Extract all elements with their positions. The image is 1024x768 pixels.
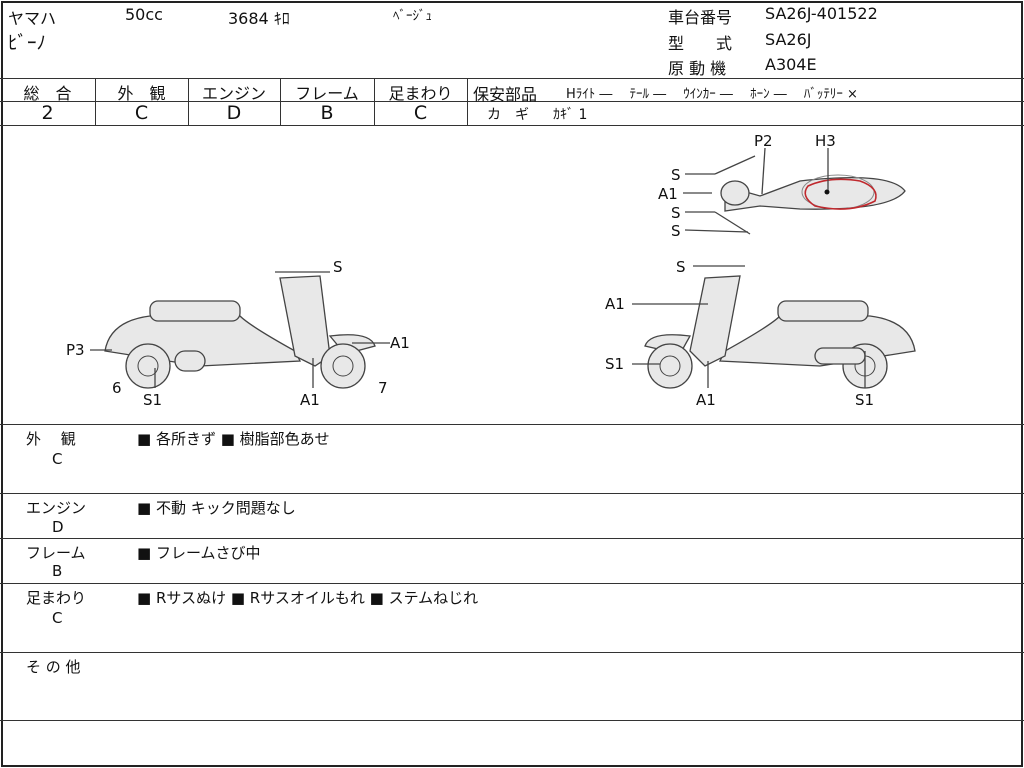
label-p2: P2: [754, 132, 773, 150]
comment-suspension-label: 足まわり: [26, 589, 87, 607]
comment-exterior-grade: C: [52, 450, 63, 468]
damage-mark: [804, 178, 877, 210]
label-h3: H3: [815, 132, 836, 150]
grade-suspension: C: [413, 102, 428, 124]
label-s1: S1: [855, 391, 874, 409]
grade-engine-label: エンジン: [201, 84, 266, 103]
grade-total-label: 総 合: [23, 84, 72, 103]
grade-exterior-label: 外 観: [117, 84, 166, 103]
divider: [467, 101, 1024, 102]
label-a1: A1: [605, 295, 625, 313]
grade-suspension-label: 足まわり: [388, 84, 453, 103]
displacement: 50cc: [125, 5, 163, 24]
comment-engine-label: エンジン: [26, 499, 87, 517]
comment-suspension-text: ■ Rサスぬけ ■ Rサスオイルもれ ■ ステムねじれ: [137, 589, 479, 607]
label-p3: P3: [66, 341, 85, 359]
label-s: S: [333, 258, 343, 276]
type-value: SA26J: [765, 30, 812, 49]
mileage: 3684 ｷﾛ: [228, 9, 290, 28]
safety-items: Hﾗｲﾄ ― ﾃｰﾙ ― ｳｲﾝｶｰ ― ﾎｰﾝ ― ﾊﾞｯﾃﾘｰ ×: [566, 87, 858, 102]
grade-engine: D: [226, 102, 242, 124]
divider: [0, 101, 467, 102]
divider: [0, 78, 1024, 79]
divider: [0, 583, 1024, 584]
comment-engine-text: ■ 不動 キック問題なし: [137, 499, 296, 517]
divider: [0, 720, 1024, 721]
key-value: ｶｷﾞ 1: [553, 107, 588, 123]
damage-diagram: P2 H3 S A1 S S S P3 A1 6 S1 A1 7 S A1 S1…: [66, 132, 916, 409]
frame-no: SA26J-401522: [765, 4, 878, 23]
label-s1: S1: [605, 355, 624, 373]
type-label: 型 式: [668, 34, 733, 53]
grade-frame: B: [320, 102, 334, 124]
maker: ヤマハ: [8, 9, 57, 28]
label-s1: S1: [143, 391, 162, 409]
key-label: カ ギ: [487, 107, 529, 123]
color: ﾍﾞｰｼﾞｭ: [393, 9, 432, 24]
label-s: S: [671, 204, 681, 222]
scooter-left-view: S P3 A1 6 S1 A1 7: [66, 258, 410, 409]
label-6: 6: [112, 379, 122, 397]
grade-exterior: C: [134, 102, 149, 124]
comment-engine-grade: D: [52, 518, 64, 536]
comment-frame-text: ■ フレームさび中: [137, 544, 261, 562]
grade-total: 2: [41, 102, 54, 124]
comment-suspension-grade: C: [52, 609, 63, 627]
model-name: ﾋﾞｰﾉ: [8, 32, 47, 54]
divider: [0, 493, 1024, 494]
label-a1: A1: [300, 391, 320, 409]
comment-exterior-label: 外 観: [26, 430, 76, 448]
comment-frame-grade: B: [52, 562, 63, 580]
label-s: S: [676, 258, 686, 276]
divider: [0, 125, 1024, 126]
scooter-top-view: P2 H3 S A1 S S: [658, 132, 906, 240]
scooter-right-view: S A1 S1 A1 S1: [605, 258, 916, 409]
label-a1: A1: [658, 185, 678, 203]
safety-label: 保安部品: [473, 85, 538, 104]
label-s: S: [671, 222, 681, 240]
divider: [0, 652, 1024, 653]
engine-label: 原 動 機: [668, 59, 727, 78]
comment-exterior-text: ■ 各所きず ■ 樹脂部色あせ: [137, 430, 330, 448]
label-a1: A1: [390, 334, 410, 352]
label-a1: A1: [696, 391, 716, 409]
divider: [0, 424, 1024, 425]
label-s: S: [671, 166, 681, 184]
comment-other-label: そ の 他: [26, 658, 81, 676]
grade-frame-label: フレーム: [295, 84, 359, 103]
divider: [0, 538, 1024, 539]
comment-frame-label: フレーム: [26, 544, 86, 562]
engine-value: A304E: [765, 55, 817, 74]
frame-no-label: 車台番号: [668, 8, 733, 27]
label-7: 7: [378, 379, 388, 397]
